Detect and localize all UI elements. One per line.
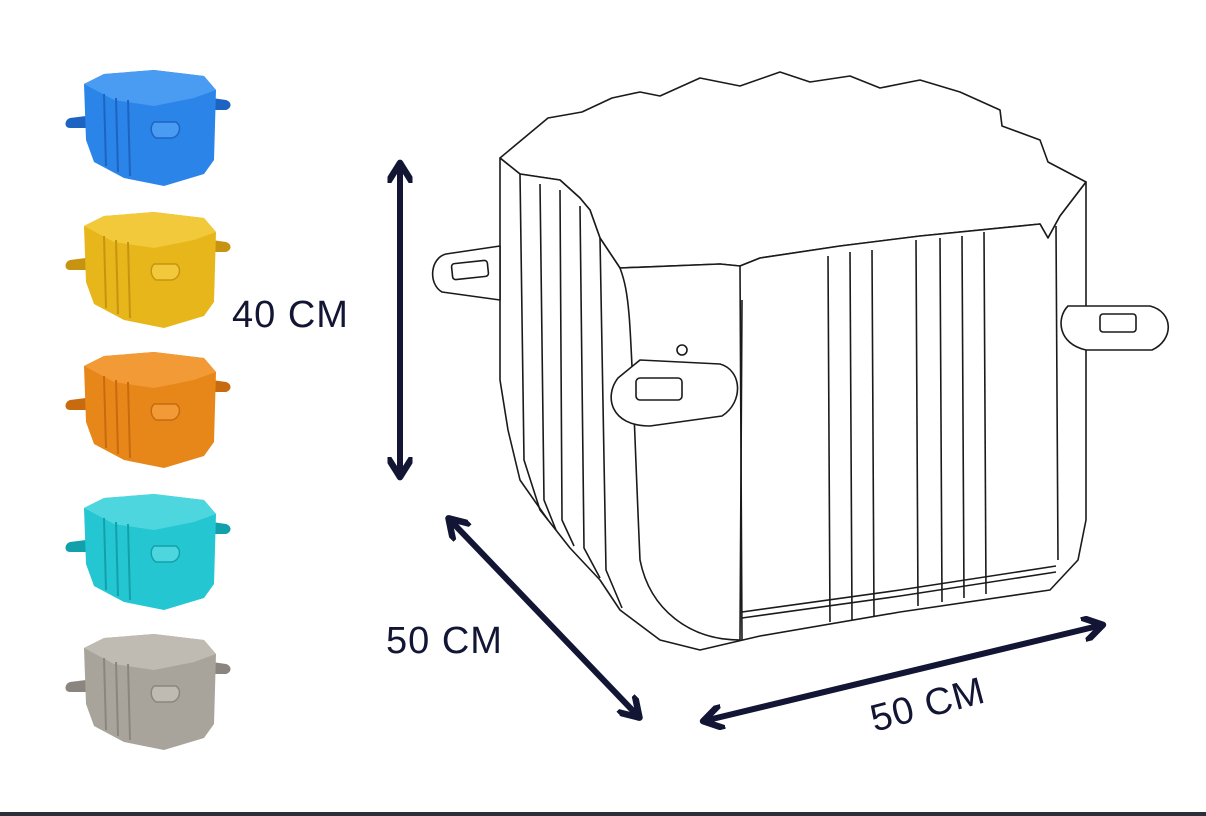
color-variant-orange [65, 352, 231, 468]
variant-top [84, 212, 216, 248]
color-variant-gray [65, 634, 231, 750]
rib [915, 239, 919, 607]
variant-front-ear [150, 121, 181, 139]
variant-ear-right [212, 522, 231, 534]
bottom-edge [741, 571, 1057, 619]
variant-ear-right [212, 662, 231, 674]
variant-rib [103, 235, 131, 319]
variant-ear-left [65, 398, 88, 410]
depth-label: 50 CM [386, 620, 503, 662]
rib [1055, 225, 1059, 561]
variant-top [84, 70, 216, 106]
bottom-divider [0, 812, 1206, 816]
height-label: 40 CM [232, 294, 349, 336]
ear-hole [1099, 313, 1137, 333]
bottom-edge [741, 565, 1057, 613]
rib [961, 235, 965, 599]
variant-ear-left [65, 116, 88, 128]
variant-top [84, 634, 216, 670]
rib [939, 237, 943, 603]
variant-rib [103, 375, 131, 459]
variant-top [84, 494, 216, 530]
variant-rib [103, 517, 131, 601]
rib [983, 231, 987, 595]
rib [519, 173, 549, 521]
small-hole [676, 344, 688, 356]
color-variant-blue [65, 70, 231, 186]
color-variant-cyan [65, 494, 231, 610]
rib [827, 255, 831, 623]
variant-front-ear [150, 545, 181, 563]
depth-arrow [452, 522, 636, 714]
variant-front-ear [150, 263, 181, 281]
rib [871, 249, 875, 617]
variant-ear-left [65, 540, 88, 552]
variant-top [84, 352, 216, 388]
variant-ear-left [65, 258, 88, 270]
variant-front-ear [150, 403, 181, 421]
variant-ear-left [65, 680, 88, 692]
corner-column-inner [739, 265, 743, 641]
ear-hole [450, 259, 490, 281]
rib [849, 251, 853, 621]
float-cube-line-drawing [431, 71, 1169, 651]
color-variant-yellow [65, 212, 231, 328]
width-arrow [708, 626, 1098, 720]
variant-ear-right [212, 240, 231, 252]
variant-front-ear [150, 685, 181, 703]
variant-rib [103, 93, 131, 177]
variant-ear-right [212, 380, 231, 392]
color-variants [65, 70, 231, 750]
variant-rib [103, 657, 131, 741]
ear-hole [635, 377, 683, 401]
variant-ear-right [212, 98, 231, 110]
